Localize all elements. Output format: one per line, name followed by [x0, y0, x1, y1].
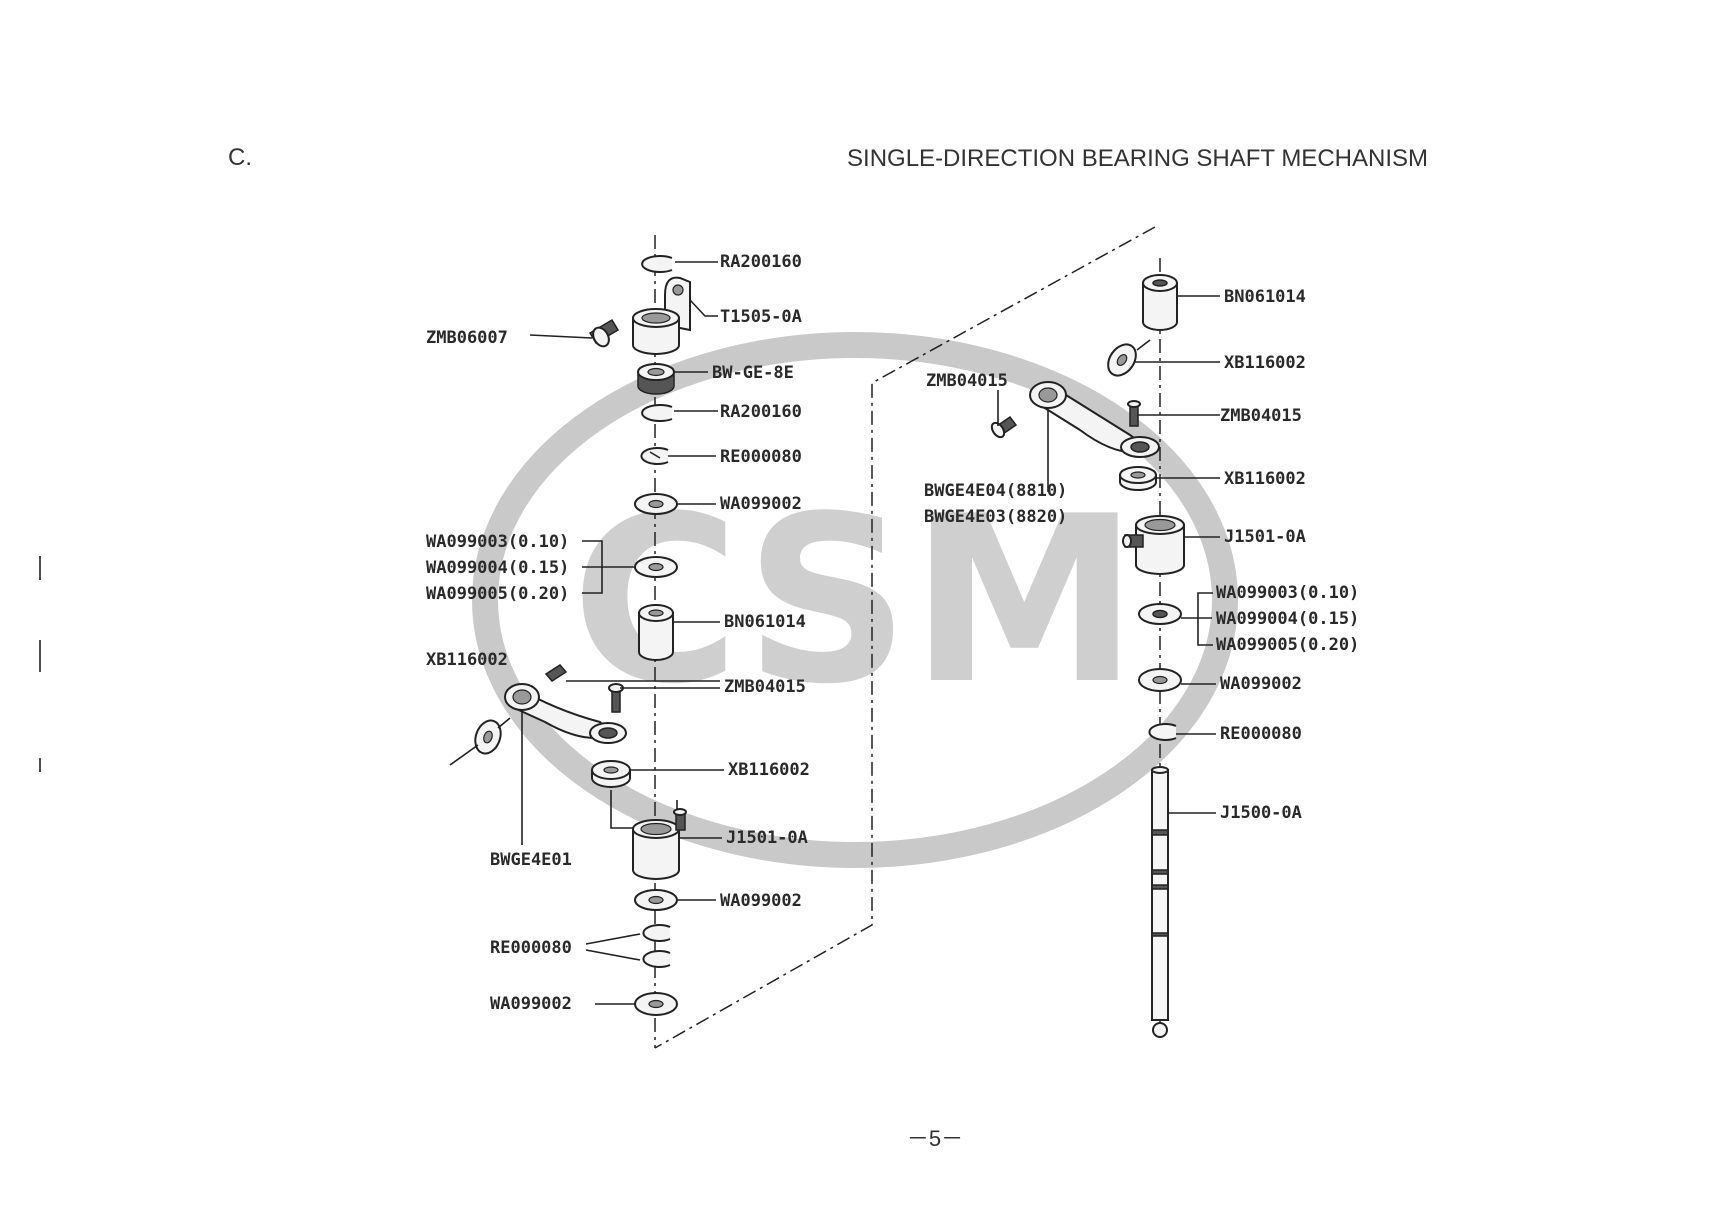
assembly-divider: [654, 226, 1156, 1049]
part-label-wa099005: WA099005(0.20): [1216, 635, 1359, 655]
shim-washer-part: [634, 556, 678, 578]
washer-part: [634, 889, 678, 911]
collar-part: [632, 808, 687, 880]
e-ring-part: [1148, 723, 1177, 741]
part-label-re000080: RE000080: [1220, 724, 1302, 744]
e-ring-part: [640, 447, 669, 465]
part-label-zmb04015: ZMB04015: [724, 677, 806, 697]
sleeve-part: [638, 604, 674, 661]
section-letter: C.: [228, 144, 252, 171]
part-label-zmb04015: ZMB04015: [1220, 406, 1302, 426]
part-label-wa099002: WA099002: [490, 994, 572, 1014]
part-label-wa099002: WA099002: [1220, 674, 1302, 694]
collar-part: [1122, 515, 1185, 575]
part-label-j1501-0a: J1501-0A: [1224, 527, 1306, 547]
washer-part: [1119, 466, 1157, 491]
part-label-wa099005: WA099005(0.20): [426, 584, 569, 604]
part-label-wa099004: WA099004(0.15): [426, 558, 569, 578]
part-label-wa099002: WA099002: [720, 891, 802, 911]
part-label-wa099004: WA099004(0.15): [1216, 609, 1359, 629]
part-label-ra200160: RA200160: [720, 252, 802, 272]
part-label-wa099002: WA099002: [720, 494, 802, 514]
bearing-part: [637, 363, 675, 395]
part-label-xb116002: XB116002: [728, 760, 810, 780]
part-label-wa099003: WA099003(0.10): [1216, 583, 1359, 603]
part-label-j1501-0a: J1501-0A: [726, 828, 808, 848]
left-assembly: RA200160 T1505-0A ZMB06007 BW-GE-8E RA20…: [426, 235, 810, 1048]
part-label-bn061014: BN061014: [724, 612, 806, 632]
connecting-rod-part: [1029, 381, 1160, 458]
part-label-zmb04015: ZMB04015: [926, 371, 1008, 391]
part-label-bwge4e04: BWGE4E04(8810): [924, 481, 1067, 501]
page-title: SINGLE-DIRECTION BEARING SHAFT MECHANISM: [847, 145, 1428, 172]
washer-part: [449, 717, 511, 766]
part-label-bn061014: BN061014: [1224, 287, 1306, 307]
right-leader-lines: [997, 295, 1220, 814]
snap-ring-part: [641, 404, 673, 422]
washer-part: [634, 493, 678, 515]
bracket-part: [632, 276, 691, 355]
washer-part: [1107, 339, 1151, 377]
screw-part: [588, 318, 620, 348]
e-ring-part: [642, 924, 671, 968]
part-label-bwge4e01: BWGE4E01: [490, 850, 572, 870]
part-label-zmb06007: ZMB06007: [426, 328, 508, 348]
washer-part: [1138, 668, 1182, 692]
shim-washer-part: [1138, 603, 1182, 625]
part-label-ra200160: RA200160: [720, 402, 802, 422]
part-label-bwge4e03: BWGE4E03(8820): [924, 507, 1067, 527]
right-assembly: BN061014 XB116002 ZMB04015 ZMB04015 XB11…: [924, 258, 1359, 1040]
part-label-bw-ge-8e: BW-GE-8E: [712, 363, 794, 383]
part-label-re000080: RE000080: [720, 447, 802, 467]
left-leader-lines: [521, 261, 724, 1005]
connecting-rod-part: [504, 683, 627, 744]
part-label-re000080: RE000080: [490, 938, 572, 958]
part-label-xb116002: XB116002: [426, 650, 508, 670]
screw-part: [990, 400, 1141, 439]
sleeve-part: [1142, 274, 1178, 331]
page-number: －5－: [907, 1126, 963, 1151]
snap-ring-part: [641, 255, 673, 273]
watermark: CSM: [472, 332, 1238, 868]
part-label-xb116002: XB116002: [1224, 469, 1306, 489]
shaft-part: [1151, 766, 1169, 1038]
part-label-t1505-0a: T1505-0A: [720, 307, 802, 327]
part-label-xb116002: XB116002: [1224, 353, 1306, 373]
part-label-j1500-0a: J1500-0A: [1220, 803, 1302, 823]
washer-part: [634, 992, 678, 1016]
part-label-wa099003: WA099003(0.10): [426, 532, 569, 552]
